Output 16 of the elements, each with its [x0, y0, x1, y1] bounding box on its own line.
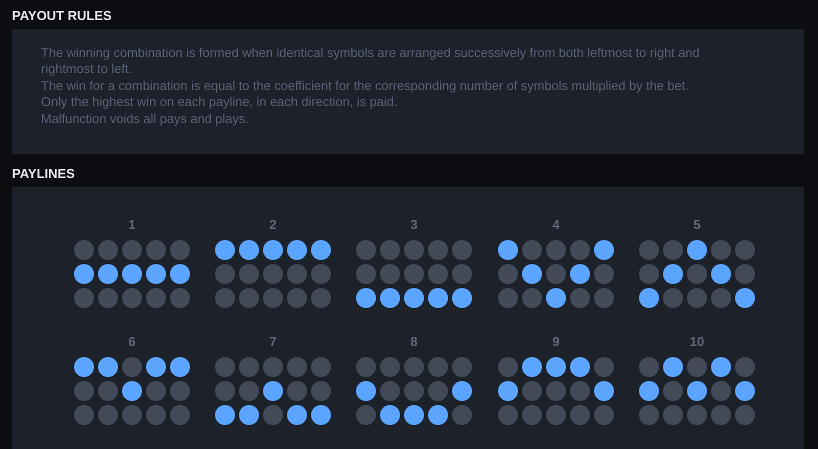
section-heading: PAYLINES	[12, 166, 75, 182]
payline-number: 6	[128, 334, 136, 350]
payline-number: 5	[693, 217, 701, 233]
rule-text: Malfunction voids all pays and plays.	[41, 110, 250, 128]
payline-number: 9	[552, 334, 560, 350]
payline-number: 1	[128, 217, 136, 233]
payline-number: 3	[410, 217, 418, 233]
payline-number: 2	[269, 217, 277, 233]
section-heading: PAYOUT RULES	[12, 8, 112, 24]
payline-number: 4	[552, 217, 560, 233]
rule-text: The winning combination is formed when identical symbols are arranged successively from both leftmost to right and rightmost to left.	[41, 45, 701, 78]
rule-text: The win for a combination is equal to the coefficient for the corresponding number of symbols multiplied by the bet.	[41, 78, 690, 94]
payline-number: 10	[690, 334, 704, 350]
payline-number: 7	[269, 334, 277, 350]
payline-number: 8	[410, 334, 418, 350]
rule-text: Only the highest win on each payline, in each direction, is paid.	[41, 94, 398, 111]
